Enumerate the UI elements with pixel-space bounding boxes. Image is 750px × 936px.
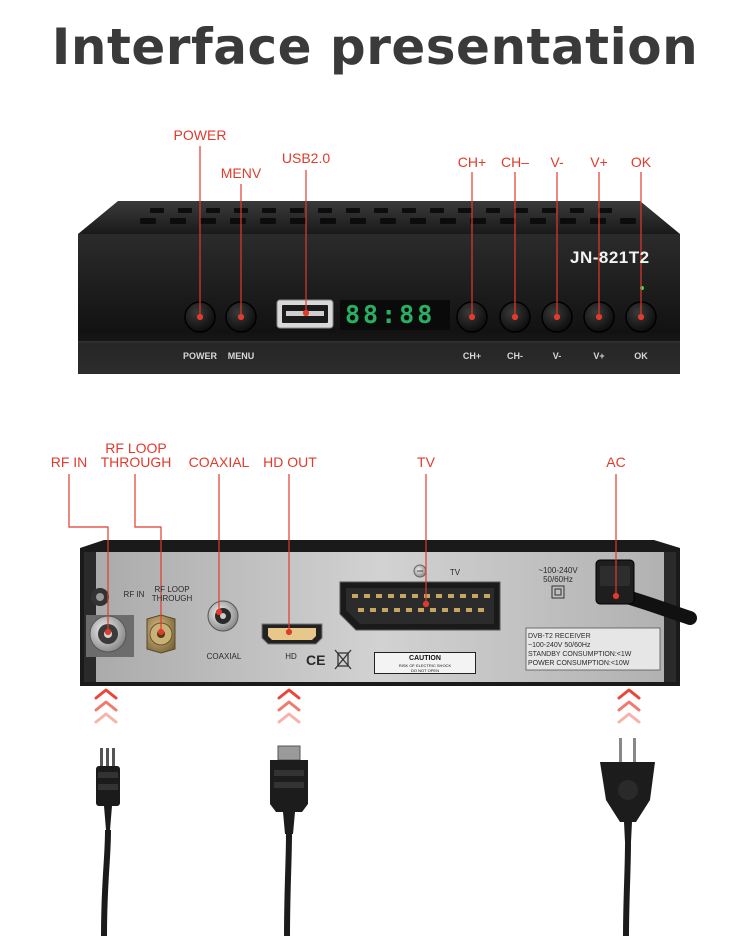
double-insulation-icon: [551, 585, 565, 599]
model-name: JN-821T2: [570, 248, 650, 267]
ac-power-cable: [595, 559, 697, 625]
rear-label-tv: TV: [449, 568, 461, 577]
chevron-up-icon: [94, 688, 118, 724]
rating-plate: [525, 627, 661, 671]
callout-usb: USB2.0: [281, 150, 331, 166]
led-display: [340, 300, 450, 330]
hdmi-port[interactable]: [261, 623, 323, 645]
callout-v-plus: V+: [590, 154, 608, 170]
label-ok-button: OK: [634, 351, 648, 361]
rear-label-voltage-line2: 50/60Hz: [543, 575, 573, 584]
callout-menu: MENV: [220, 165, 262, 181]
label-v-minus-button: V-: [552, 351, 562, 361]
rating-text: DVB-T2 RECEIVER ~100-240V 50/60Hz STANDB…: [528, 632, 658, 668]
caution-line1: RISK OF ELECTRIC SHOCK: [398, 663, 452, 668]
antenna-plug-icon: [96, 748, 120, 936]
callout-ok: OK: [630, 154, 652, 170]
chevron-up-icon: [617, 688, 641, 724]
callout-power: POWER: [173, 127, 227, 143]
callout-rf-in: RF IN: [50, 454, 88, 470]
callout-rf-loop-line2: THROUGH: [100, 454, 172, 470]
chevron-up-icon: [277, 688, 301, 724]
label-ch-plus-button: CH+: [462, 351, 482, 361]
rear-label-coaxial: COAXIAL: [206, 652, 242, 661]
rear-label-voltage-line1: ~100-240V: [538, 566, 578, 575]
coaxial-connector[interactable]: [207, 600, 239, 632]
caution-line2: DO NOT OPEN: [411, 668, 439, 673]
rear-label-rf-loop-line1: RF LOOP: [154, 585, 190, 594]
caution-label: CAUTION RISK OF ELECTRIC SHOCK DO NOT OP…: [374, 652, 476, 674]
eu-power-plug-icon: [600, 738, 655, 936]
front-callout-lines: [196, 146, 645, 321]
front-box: [78, 201, 680, 374]
rating-line: POWER CONSUMPTION:<10W: [528, 660, 630, 667]
rating-line: STANDBY CONSUMPTION:<1W: [528, 651, 632, 658]
rear-label-rf-in: RF IN: [123, 590, 145, 599]
hdmi-plug-icon: [270, 745, 308, 936]
scart-port[interactable]: [339, 564, 501, 631]
weee-icon: [334, 649, 352, 670]
label-power-button: POWER: [182, 351, 218, 361]
callout-ch-minus: CH–: [500, 154, 530, 170]
led-display-digits: 88:88: [345, 300, 436, 329]
callout-ch-plus: CH+: [457, 154, 487, 170]
label-v-plus-button: V+: [593, 351, 605, 361]
label-ch-minus-button: CH-: [507, 351, 523, 361]
ce-mark: CE: [306, 652, 326, 668]
label-menu-button: MENU: [227, 351, 255, 361]
rear-label-rf-loop-line2: THROUGH: [151, 594, 193, 603]
callout-v-minus: V-: [550, 154, 564, 170]
caution-title: CAUTION: [409, 655, 441, 662]
callout-ac: AC: [606, 454, 626, 470]
callout-coaxial: COAXIAL: [188, 454, 250, 470]
rear-label-hd: HD: [285, 652, 297, 661]
callout-hd-out: HD OUT: [263, 454, 317, 470]
callout-tv: TV: [417, 454, 435, 470]
chevron-up-icons: [94, 688, 641, 724]
rear-callout-lines: [68, 474, 620, 636]
rating-line: DVB-T2 RECEIVER: [528, 633, 591, 640]
rating-line: ~100-240V 50/60Hz: [528, 642, 591, 649]
callout-rf-loop-line1: RF LOOP: [105, 440, 167, 456]
page-title: Interface presentation: [51, 18, 699, 76]
